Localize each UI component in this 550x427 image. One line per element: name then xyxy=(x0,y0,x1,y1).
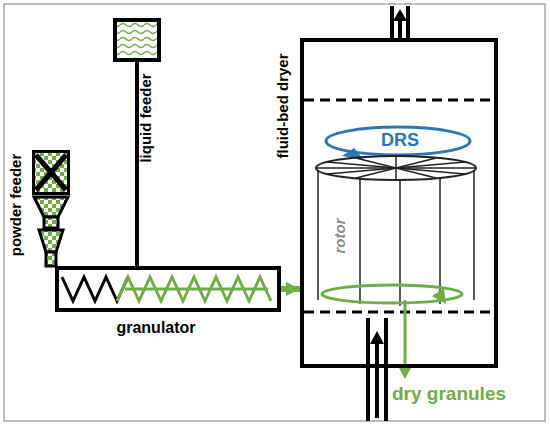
exhaust-pipe xyxy=(390,6,394,38)
arrow-head xyxy=(432,288,446,304)
flow-line xyxy=(125,288,268,291)
hopper-neck xyxy=(44,217,58,228)
inlet-pipe xyxy=(366,318,370,421)
rotor-spokes xyxy=(316,156,476,180)
node-label: fluid-bed dryer xyxy=(275,53,292,158)
rotor-blade xyxy=(473,170,475,300)
inlet-pipe xyxy=(384,318,388,421)
arrow-head xyxy=(370,331,384,344)
rotor-blades xyxy=(318,170,474,306)
liquid-fill xyxy=(117,22,157,58)
air-arrow xyxy=(375,342,379,418)
distributor-plate xyxy=(304,311,494,314)
outlet-arrow xyxy=(404,300,407,368)
feeder-cross xyxy=(36,155,66,190)
part-label: DRS xyxy=(381,131,419,151)
dryer-vessel: fluid-bed dryer xyxy=(300,38,498,368)
granulator-barrel: granulator xyxy=(55,266,281,312)
feeder-box: liquid feeder xyxy=(113,18,161,62)
air-arrow xyxy=(398,20,402,40)
exhaust-pipe xyxy=(406,6,410,38)
rotor-blade xyxy=(439,178,441,304)
rotor-blade xyxy=(399,180,401,306)
rotor-blade xyxy=(317,170,319,300)
picture-frame xyxy=(4,4,545,421)
drs-rotation xyxy=(326,127,470,155)
screw-element xyxy=(117,277,271,301)
hopper xyxy=(34,197,68,217)
node-label: granulator xyxy=(116,319,195,337)
hopper xyxy=(39,230,63,252)
node-label: powder feeder xyxy=(8,154,25,257)
filter-line xyxy=(304,99,494,102)
product-label: dry granules xyxy=(392,384,506,405)
rotor-spoke xyxy=(327,162,465,174)
arrow-head xyxy=(393,9,407,21)
part-label: rotor xyxy=(332,219,349,254)
feeder-cross xyxy=(36,155,66,190)
hopper-neck xyxy=(46,252,56,266)
powder-fill xyxy=(34,152,68,193)
node-label: liquid feeder xyxy=(138,73,155,162)
flow-connector xyxy=(281,286,300,292)
rotor-top xyxy=(316,156,476,180)
feeder-box: powder feeder xyxy=(32,150,70,195)
granule-rotation xyxy=(322,285,462,303)
